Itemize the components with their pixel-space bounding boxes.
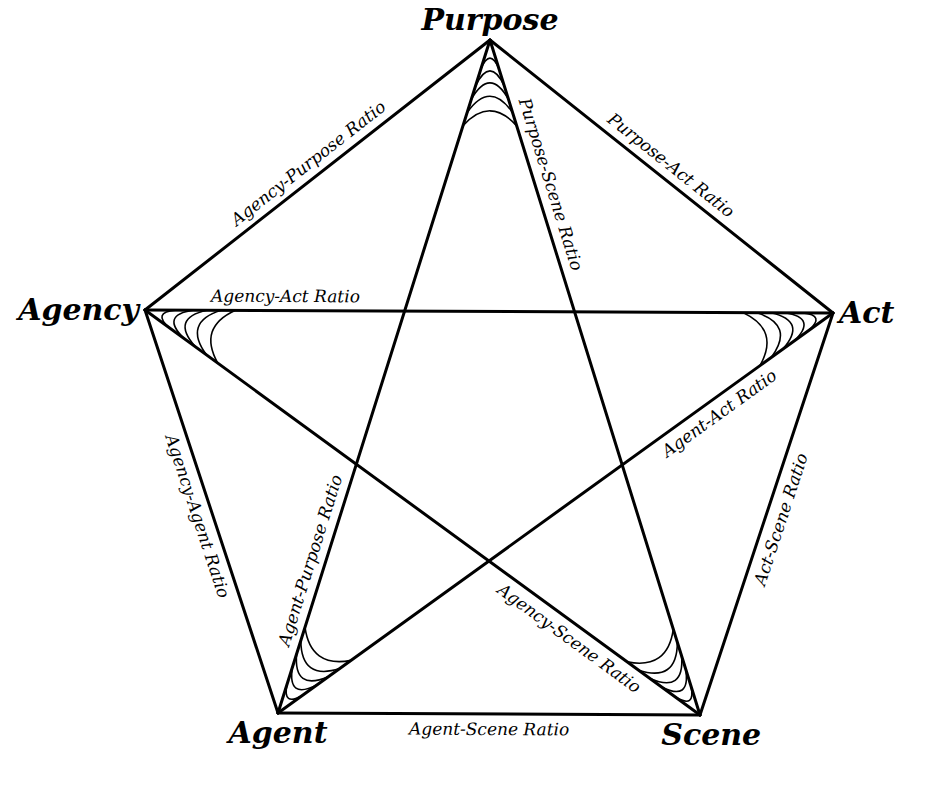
ratio-label: Agent-Act Ratio xyxy=(656,364,782,463)
term-name: Purpose xyxy=(421,3,558,38)
corner-flourish xyxy=(305,627,351,661)
ratio-line xyxy=(490,40,700,715)
ratio-line xyxy=(278,313,833,713)
corner-flourish xyxy=(757,313,780,358)
ratio-label: Agency-Agent Ratio xyxy=(160,430,234,603)
corner-flourish xyxy=(743,313,767,366)
ratio-line xyxy=(145,310,700,715)
ratio-label: Agency-Purpose Ratio xyxy=(225,95,391,231)
ratio-line xyxy=(278,713,700,715)
ratio-label: Agent-Scene Ratio xyxy=(407,719,571,740)
pentad-term: Agent xyxy=(222,713,333,754)
ratio-line xyxy=(145,310,278,713)
pentad-term: Agency xyxy=(12,290,145,331)
pentad-term: Purpose xyxy=(415,0,564,40)
term-name: Agency xyxy=(18,293,139,328)
corner-flourish xyxy=(197,310,221,355)
ratio-label: Purpose-Act Ratio xyxy=(602,107,740,223)
ratio-label: Act-Scene Ratio xyxy=(749,448,813,589)
ratio-line xyxy=(490,40,833,313)
ratio-label: Agent-Purpose Ratio xyxy=(273,471,347,651)
pentad-term: Act xyxy=(833,293,900,334)
term-name: Agent xyxy=(228,716,327,751)
ratio-label: Purpose-Scene Ratio xyxy=(513,94,587,275)
corner-flourish xyxy=(627,629,673,663)
term-name: Act xyxy=(839,296,894,331)
ratio-line xyxy=(145,40,490,310)
corner-flourish xyxy=(463,111,517,126)
ratio-label: Agency-Scene Ratio xyxy=(492,578,647,699)
corner-flourish xyxy=(211,310,235,363)
ratio-label: Agency-Act Ratio xyxy=(209,285,362,306)
ratio-line xyxy=(278,40,490,713)
ratio-line xyxy=(145,310,833,313)
pentad-term: Scene xyxy=(655,715,767,756)
term-name: Scene xyxy=(661,718,761,753)
